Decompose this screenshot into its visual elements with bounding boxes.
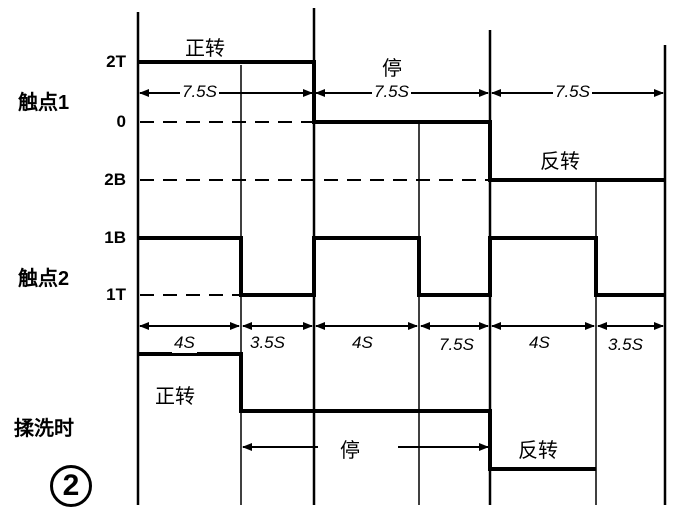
level-1B: 1B [104,228,126,247]
c2-duration-4: 7.5S [437,335,476,355]
c1-state-forward: 正转 [185,38,225,60]
c1-duration-2: 7.5S [372,82,411,102]
row-label-contact1: 触点1 [18,92,70,114]
c1-state-reverse: 反转 [540,151,580,173]
wash-state-reverse: 反转 [518,440,558,462]
c2-duration-2: 3.5S [248,333,287,353]
c2-duration-3: 4S [350,333,375,353]
c1-duration-1: 7.5S [180,82,219,102]
figure-number: 2 [50,465,92,507]
level-1T: 1T [106,285,126,304]
contact2-waveform [138,236,665,297]
c2-duration-6: 3.5S [606,335,645,355]
contact1-waveform [138,60,665,182]
wash-state-stop: 停 [340,440,360,462]
washing-waveform [138,352,596,471]
wash-state-forward: 正转 [155,386,195,408]
level-0: 0 [116,112,126,131]
c2-duration-5: 4S [527,333,552,353]
row-label-washing: 揉洗时 [14,418,74,440]
row-label-contact2: 触点2 [18,268,70,290]
level-2T: 2T [106,52,126,71]
c1-state-stop: 停 [382,58,402,80]
reference-levels [140,121,490,296]
c2-duration-1: 4S [172,333,197,353]
c1-duration-3: 7.5S [553,82,592,102]
level-2B: 2B [104,170,126,189]
